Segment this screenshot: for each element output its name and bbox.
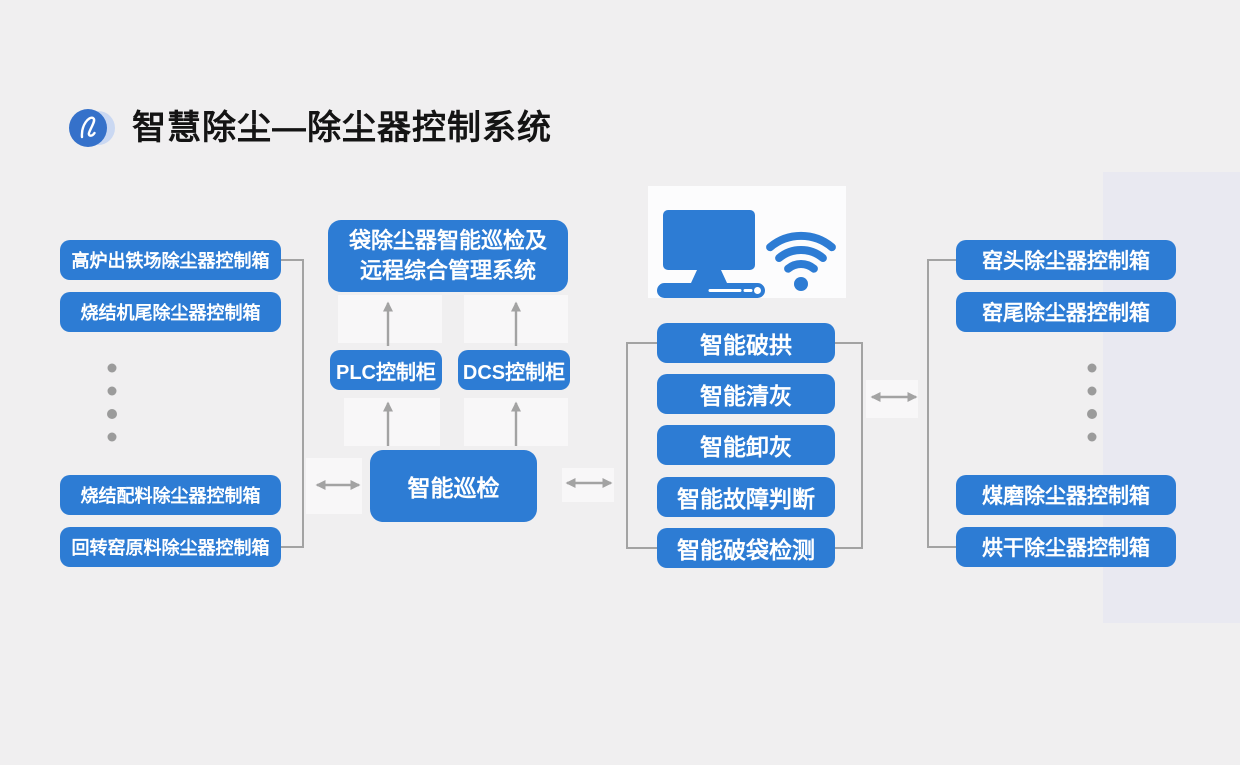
arrow-backdrop [866, 380, 918, 418]
wifi-icon [766, 231, 836, 291]
node-blast-furnace: 高炉出铁场除尘器控制箱 [60, 240, 281, 280]
arrow-backdrop [344, 398, 440, 446]
remote-access-panel [648, 186, 846, 298]
node-kiln-tail: 窑尾除尘器控制箱 [956, 292, 1176, 332]
node-management-system: 袋除尘器智能巡检及 远程综合管理系统 [328, 220, 568, 292]
arrow-backdrop [464, 398, 568, 446]
node-smart-ash-discharge: 智能卸灰 [657, 425, 835, 465]
ellipsis-dots-left [107, 363, 117, 442]
functions-left-bracket-connector [626, 342, 657, 549]
node-kiln-head: 窑头除尘器控制箱 [956, 240, 1176, 280]
functions-right-bracket-connector [835, 342, 863, 549]
node-rotary-kiln-raw: 回转窑原料除尘器控制箱 [60, 527, 281, 567]
node-sinter-batching: 烧结配料除尘器控制箱 [60, 475, 281, 515]
computer-icon [657, 210, 765, 298]
node-coal-mill: 煤磨除尘器控制箱 [956, 475, 1176, 515]
arrow-backdrop [464, 295, 568, 343]
node-smart-arch-breaking: 智能破拱 [657, 323, 835, 363]
node-smart-fault-judgement: 智能故障判断 [657, 477, 835, 517]
node-plc-cabinet: PLC控制柜 [330, 350, 442, 390]
node-smart-patrol: 智能巡检 [370, 450, 537, 522]
ellipsis-dots-right [1087, 363, 1097, 442]
right-bracket-connector [927, 259, 956, 548]
arrow-backdrop [562, 468, 614, 502]
node-dcs-cabinet: DCS控制柜 [458, 350, 570, 390]
page-title: 智慧除尘—除尘器控制系统 [132, 109, 552, 147]
management-system-line1: 袋除尘器智能巡检及 [348, 228, 547, 253]
left-bracket-connector [281, 259, 304, 548]
node-smart-bag-break-detect: 智能破袋检测 [657, 528, 835, 568]
management-system-line2: 远程综合管理系统 [359, 258, 536, 283]
arrow-backdrop [306, 458, 362, 514]
brand-logo-icon [69, 109, 115, 147]
node-sinter-tail: 烧结机尾除尘器控制箱 [60, 292, 281, 332]
node-drying: 烘干除尘器控制箱 [956, 527, 1176, 567]
remote-access-icons [657, 210, 836, 298]
arrow-backdrop [338, 295, 442, 343]
node-smart-ash-cleaning: 智能清灰 [657, 374, 835, 414]
